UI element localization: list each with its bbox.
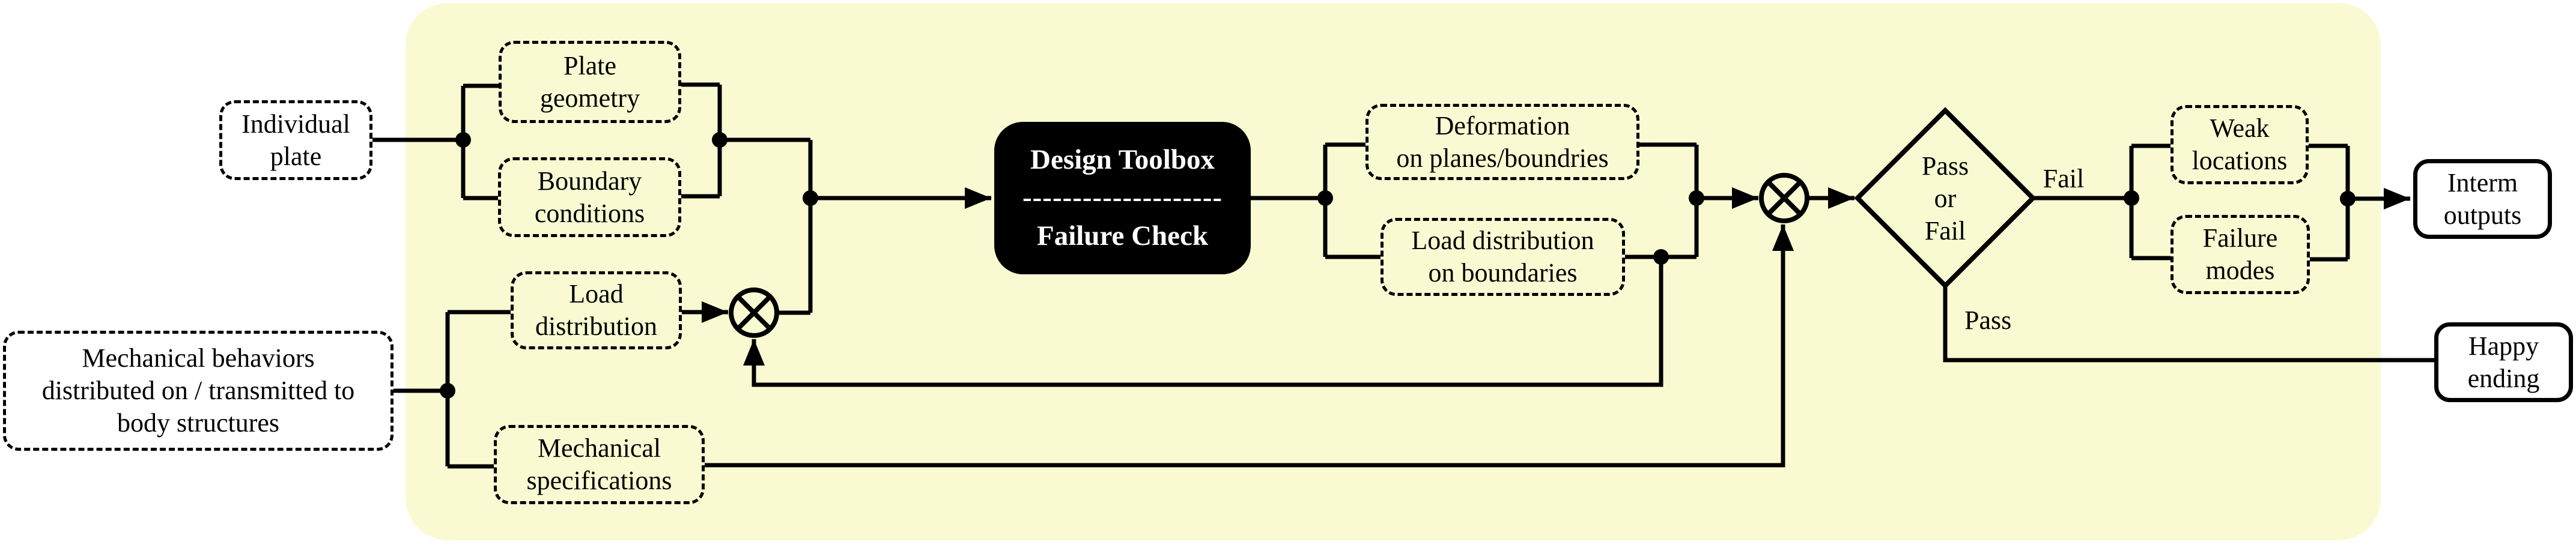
individual-plate-node: Individual plate [219, 100, 372, 180]
fail-edge-label: Fail [2043, 164, 2085, 193]
multiply-junction-icon-1 [729, 288, 779, 338]
weak-locations-line2: locations [2192, 146, 2288, 175]
deformation-line1: Deformation [1435, 110, 1570, 140]
boundary-conditions-node: Boundary conditions [498, 157, 681, 237]
failure-modes-node: Failure modes [2170, 215, 2310, 294]
load-distribution-line2: distribution [535, 312, 657, 341]
deformation-line2: on planes/boundries [1396, 143, 1609, 173]
interm-outputs-node: Interm outputs [2413, 159, 2552, 239]
pass-or-fail-line2: or [1934, 184, 1957, 214]
highlight-panel [406, 3, 2381, 540]
load-distribution-boundaries-line2: on boundaries [1428, 258, 1578, 288]
interm-outputs-line1: Interm [2447, 167, 2518, 197]
mechanical-behaviors-line3: body structures [117, 408, 280, 438]
mechanical-specifications-line2: specifications [526, 466, 672, 495]
happy-ending-node: Happy ending [2434, 322, 2573, 402]
mechanical-behaviors-line1: Mechanical behaviors [82, 343, 315, 373]
mechanical-behaviors-node: Mechanical behaviors distributed on / tr… [3, 331, 393, 451]
design-toolbox-subtitle: Failure Check [1036, 220, 1209, 251]
mechanical-behaviors-line2: distributed on / transmitted to [41, 376, 355, 406]
multiply-junction-icon-2 [1759, 173, 1809, 223]
weak-locations-node: Weak locations [2170, 105, 2309, 184]
design-toolbox-node: Design Toolbox -------------------- Fail… [994, 122, 1251, 274]
deformation-node: Deformation on planes/boundries [1365, 104, 1639, 180]
design-toolbox-title: Design Toolbox [1030, 143, 1215, 175]
pass-or-fail-line3: Fail [1924, 215, 1966, 245]
plate-geometry-node: Plate geometry [499, 41, 681, 123]
decision-diamond [1854, 107, 2037, 289]
load-distribution-node: Load distribution [511, 271, 682, 349]
plate-geometry-line1: Plate [564, 50, 616, 80]
load-distribution-boundaries-line1: Load distribution [1411, 226, 1594, 256]
individual-plate-line1: Individual [242, 109, 350, 139]
boundary-conditions-line1: Boundary [537, 166, 642, 196]
happy-ending-line2: ending [2467, 363, 2540, 393]
plate-geometry-line2: geometry [539, 83, 640, 113]
interm-outputs-line2: outputs [2443, 200, 2522, 230]
happy-ending-line1: Happy [2468, 331, 2539, 361]
mechanical-specifications-node: Mechanical specifications [494, 425, 705, 504]
pass-edge-label: Pass [1964, 306, 2012, 335]
individual-plate-line2: plate [270, 141, 322, 171]
pass-or-fail-line1: Pass [1921, 151, 1969, 181]
weak-locations-line1: Weak [2210, 113, 2270, 143]
load-distribution-line1: Load [569, 279, 624, 309]
design-toolbox-separator: -------------------- [1022, 182, 1223, 214]
boundary-conditions-line2: conditions [534, 198, 645, 228]
failure-modes-line1: Failure [2202, 223, 2278, 253]
pass-or-fail-decision-label: Pass or Fail [1885, 143, 2005, 254]
failure-modes-line2: modes [2205, 256, 2275, 285]
load-distribution-boundaries-node: Load distribution on boundaries [1381, 218, 1625, 296]
mechanical-specifications-line1: Mechanical [537, 433, 661, 463]
